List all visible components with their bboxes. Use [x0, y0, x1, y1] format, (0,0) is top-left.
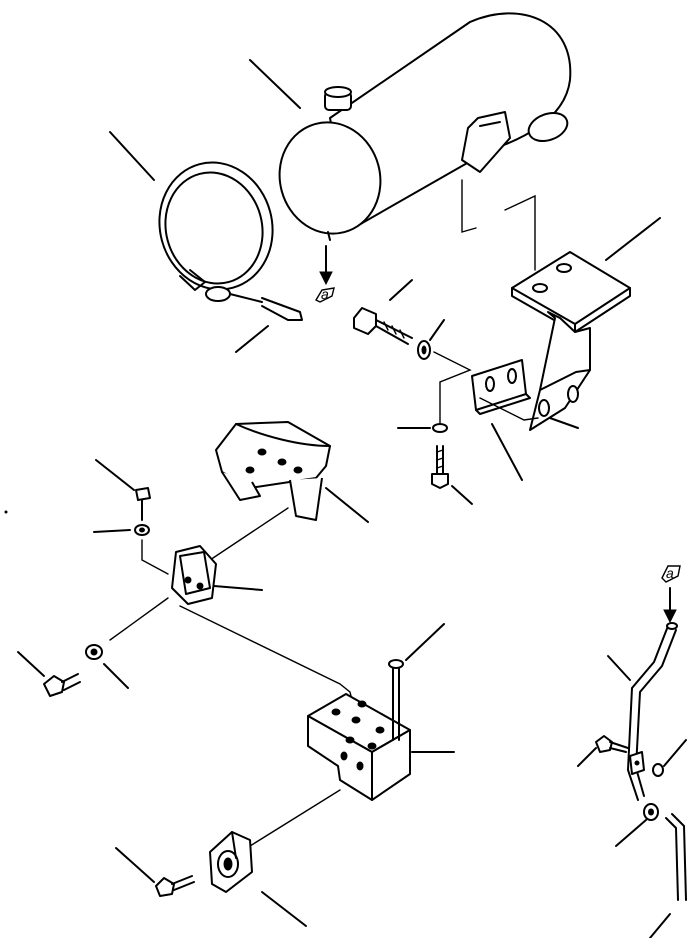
tailpipe-nut	[652, 763, 664, 777]
ref-mark-text: a	[321, 286, 329, 302]
mounting-block	[307, 693, 411, 801]
vertical-bolt-upper	[431, 423, 449, 489]
spacer-plate	[471, 359, 531, 415]
band-clamp	[158, 161, 274, 291]
mount-guide-line	[504, 194, 536, 271]
ref-mark-text: a	[666, 565, 674, 581]
small-mount-bracket	[171, 545, 217, 605]
spacer-guide-line	[479, 397, 539, 421]
left-lower-bolt	[43, 673, 81, 697]
clip-bracket	[209, 831, 253, 893]
tailpipe-bolt	[595, 735, 629, 753]
tailpipe-lower	[665, 813, 687, 901]
bracket-bolt	[353, 307, 413, 345]
muffler	[278, 12, 572, 241]
connect-line	[179, 605, 355, 709]
clamp-bolt	[205, 286, 303, 321]
muffler-bracket	[511, 251, 631, 431]
muffler-top-cap	[324, 86, 352, 111]
left-small-bolt	[135, 487, 151, 521]
tailpipe-clamp	[629, 751, 645, 775]
plate-guide-line	[209, 507, 289, 561]
mount-guide-line	[461, 179, 477, 233]
clip-bolt	[155, 875, 195, 897]
heat-shield-plate	[215, 421, 331, 521]
tailpipe	[627, 622, 678, 801]
ref-mark-a-muffler: a	[315, 286, 335, 303]
connect-line	[109, 597, 169, 641]
stray-dot	[4, 510, 8, 514]
vertical-long-bolt	[388, 659, 404, 741]
ref-mark-a-tailpipe: a	[661, 565, 681, 583]
drain-arrow	[319, 245, 333, 286]
leader-lines	[17, 59, 687, 938]
tailpipe-arrow	[663, 587, 677, 624]
bracket-bolt-guide	[433, 351, 472, 425]
small-bracket-guide	[141, 539, 169, 575]
muffler-drain	[327, 231, 331, 241]
muffler-outlet	[527, 111, 569, 143]
block-guide-line	[249, 789, 341, 847]
muffler-mount-tab	[461, 111, 511, 173]
